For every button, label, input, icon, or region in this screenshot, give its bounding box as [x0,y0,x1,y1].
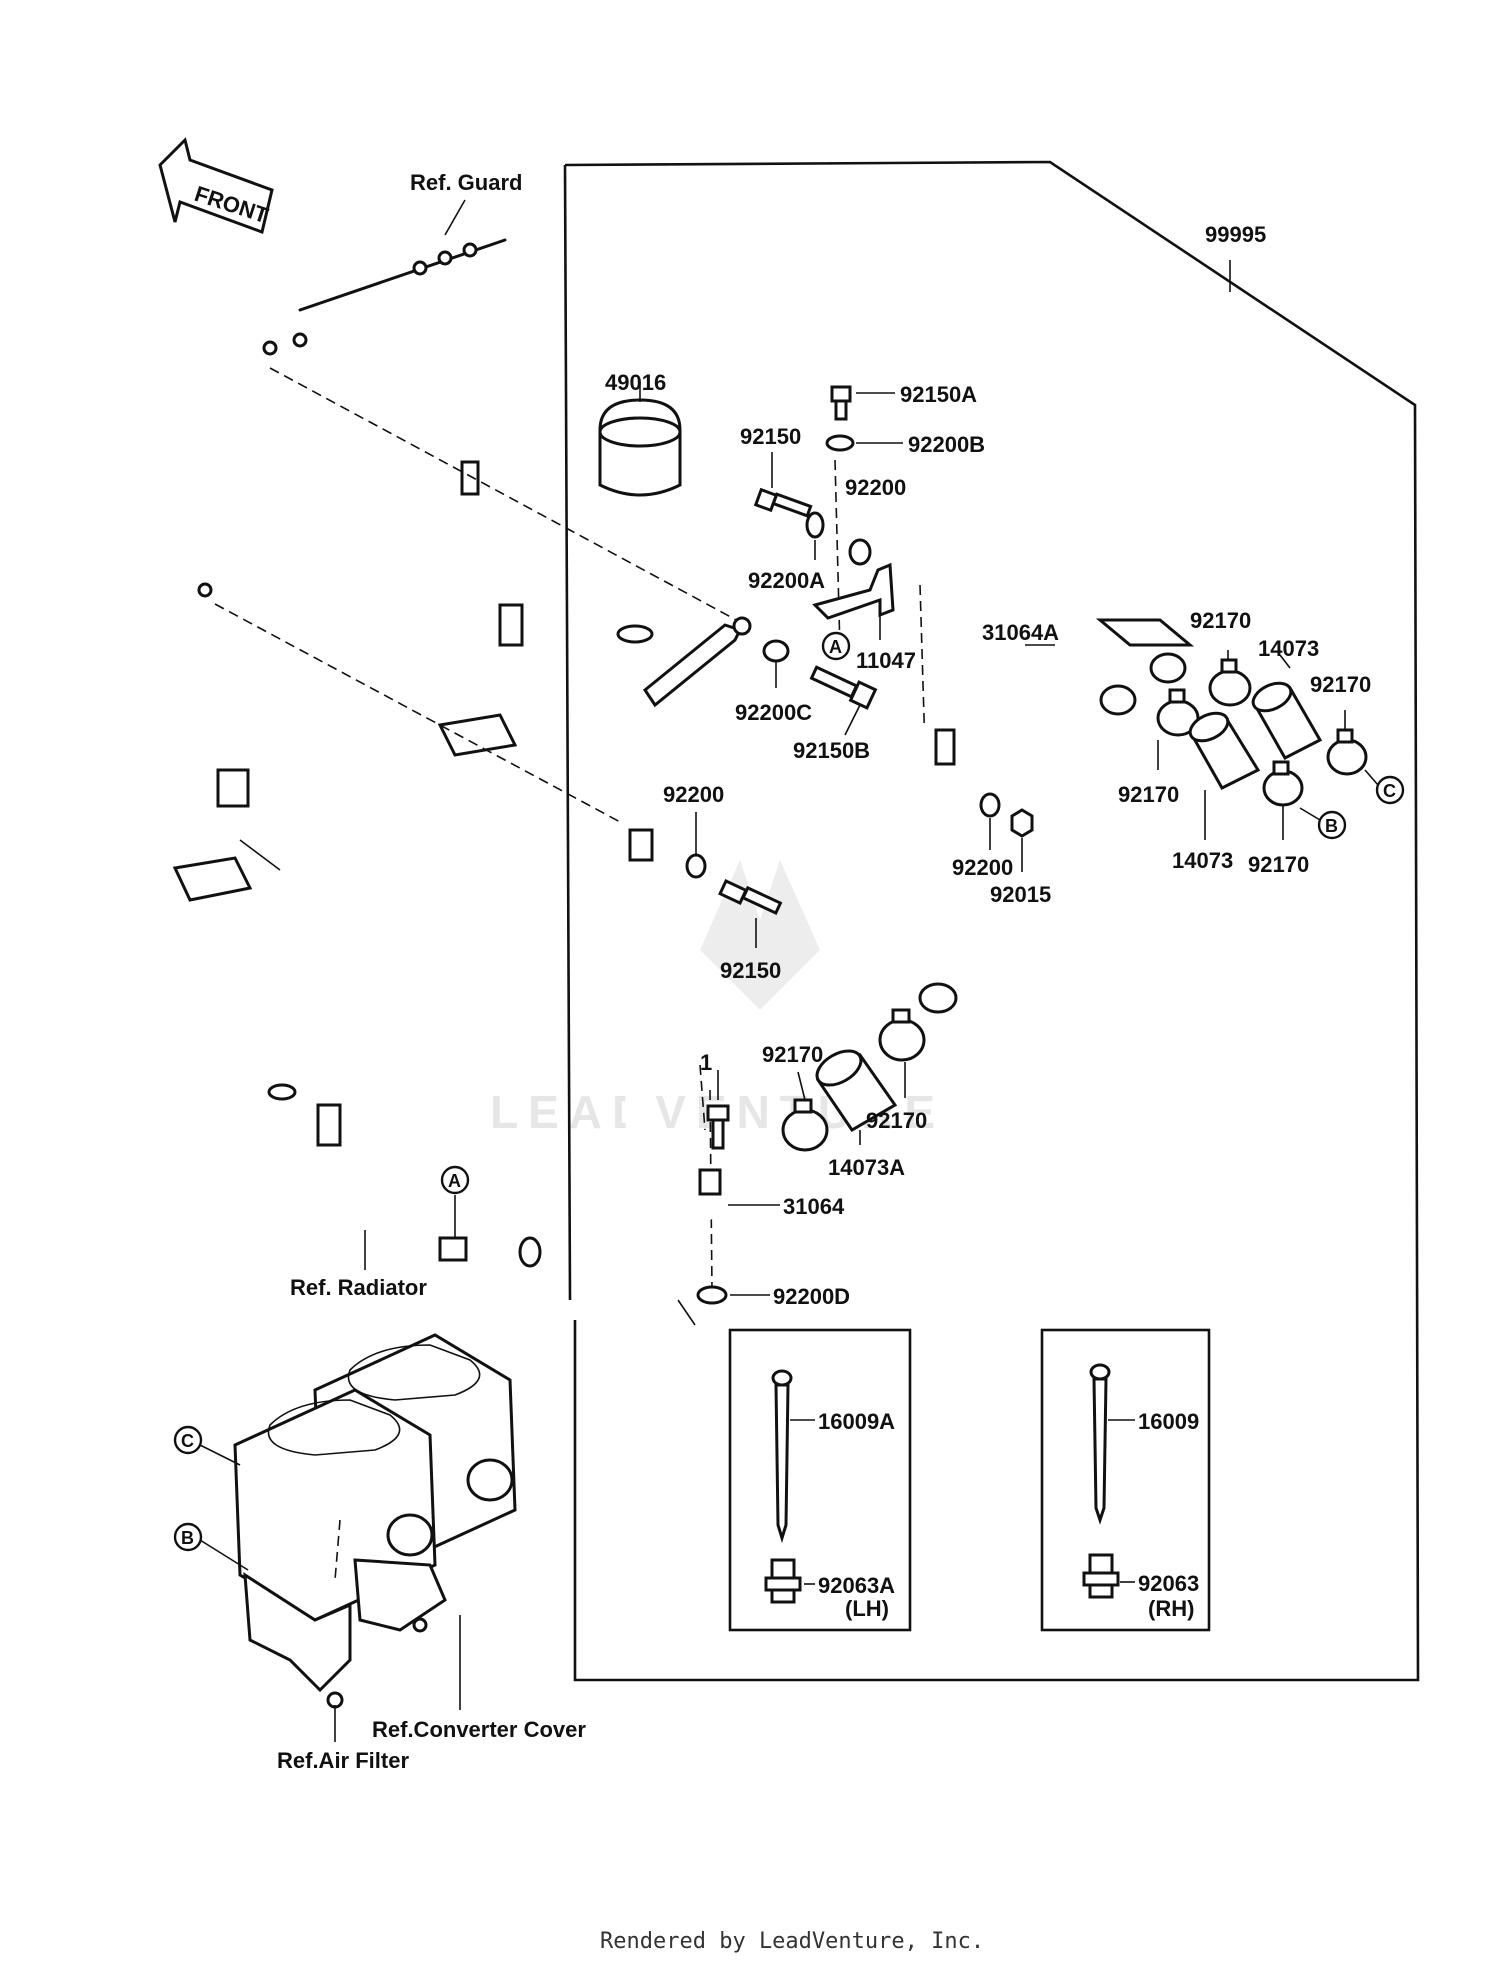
part-92170-a: 92170 [1190,608,1251,633]
part-92063: 92063 [1138,1571,1199,1596]
washer-92200D [677,1285,770,1326]
ref-air-filter-label: Ref.Air Filter [277,1748,409,1773]
part-92170-c: 92170 [1118,782,1179,807]
bolt-92150A [830,385,895,421]
bolt-92150-left [718,879,783,948]
bolt-1 [706,1070,730,1150]
part-49016: 49016 [605,370,666,395]
ref-converter-cover-label: Ref.Converter Cover [372,1717,586,1742]
washer-92200B [825,434,903,452]
kit-number: 99995 [1205,222,1266,247]
dipstick-16009A [771,1369,815,1544]
part-92200B: 92200B [908,432,985,457]
clamp-92170-a [1208,650,1252,707]
ref-radiator-label: Ref. Radiator [290,1275,427,1300]
bracket-11047 [812,562,895,640]
part-11047: 11047 [856,648,916,673]
dipstick-16009 [1089,1363,1135,1525]
lh-box: (LH) [728,1328,912,1632]
callout-c-left: C [173,1425,241,1466]
svg-text:C: C [181,1431,194,1451]
callout-a-radiator: A [440,1165,470,1195]
part-92200A: 92200A [748,568,825,593]
part-92170-b: 92170 [1310,672,1371,697]
svg-text:A: A [448,1171,461,1191]
callout-b-right: B [1299,807,1347,840]
hose-14073A [815,1049,898,1145]
part-92150A: 92150A [900,382,977,407]
ref-guard-label: Ref. Guard [410,170,522,195]
part-92150-top: 92150 [740,424,801,449]
part-92063A: 92063A [818,1573,895,1598]
clamp-92170-f [878,1008,926,1098]
part-92170-d: 92170 [1248,852,1309,877]
part-92200C: 92200C [735,700,812,725]
washer-92200A [805,511,825,560]
part-92200-mid: 92200 [952,855,1013,880]
part-31064A: 31064A [982,620,1059,645]
part-14073-b: 14073 [1172,848,1233,873]
washer-92200-mid [979,792,1001,850]
duct-31064 [616,616,794,1225]
hose-14073-a [1251,654,1323,760]
hose-14073-b [1188,711,1261,840]
callout-b-left: B [173,1522,249,1571]
part-16009A: 16009A [818,1409,895,1434]
svg-text:A: A [829,637,842,657]
part-31064: 31064 [783,1194,845,1219]
callout-c-right: C [1364,769,1405,805]
clamp-92170-e [781,1071,829,1152]
part-92150-left: 92150 [720,958,781,983]
bolt-92150B [809,665,878,736]
lh-label: (LH) [845,1596,889,1621]
svg-text:B: B [181,1528,194,1548]
svg-text:B: B [1325,816,1338,836]
duct-31064A [871,618,1195,1014]
washer-92200C [762,639,790,688]
clamp-92170-b [1326,710,1368,776]
guard-frame [172,220,524,902]
part-92200-left: 92200 [663,782,724,807]
plug-92063 [1082,1553,1135,1599]
rh-label: (RH) [1148,1596,1194,1621]
breather-cap [598,382,682,497]
part-16009: 16009 [1138,1409,1199,1434]
part-92200D: 92200D [773,1284,850,1309]
svg-text:C: C [1383,781,1396,801]
part-92150B: 92150B [793,738,870,763]
rh-box: (RH) [1040,1328,1211,1632]
washer-92200-left [685,812,707,879]
clamp-92170-c [1156,688,1200,770]
radiator-pipe [267,1083,542,1278]
part-1: 1 [700,1050,712,1075]
front-arrow: FRONT [158,137,274,234]
converter-air-filter [233,1333,517,1742]
washer-92200-top [848,538,872,566]
part-92170-f: 92170 [866,1108,927,1133]
clamp-92170-d [1262,760,1304,840]
bolt-92150-top [753,452,813,518]
plug-92063A [764,1558,815,1604]
footer-credit: Rendered by LeadVenture, Inc. [600,1929,984,1954]
nut-92015 [1010,808,1034,872]
part-14073A: 14073A [828,1155,905,1180]
part-92200-top: 92200 [845,475,906,500]
callout-a-top: A [821,631,851,661]
part-14073-a: 14073 [1258,636,1319,661]
kit-outline [563,160,1420,1682]
part-92015: 92015 [990,882,1051,907]
part-92170-e: 92170 [762,1042,823,1067]
